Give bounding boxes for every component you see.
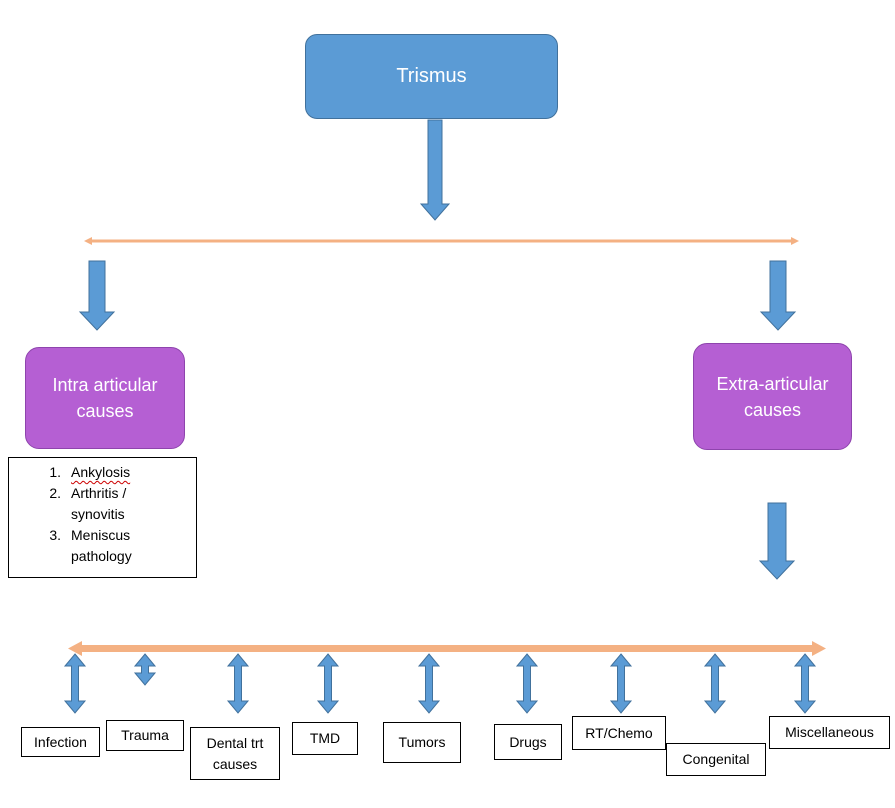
cause-tumors: Tumors <box>383 722 461 763</box>
down-arrow-extra <box>759 260 797 331</box>
double-arrow <box>417 653 441 714</box>
extra-articular-box: Extra-articular causes <box>693 343 852 450</box>
vertical-double-arrows <box>63 653 817 714</box>
list-item: 2. Arthritis /synovitis <box>49 485 127 522</box>
double-arrow <box>133 653 157 686</box>
double-arrow <box>226 653 250 714</box>
double-arrow <box>793 653 817 714</box>
double-arrow <box>609 653 633 714</box>
down-arrow-intra <box>78 260 116 331</box>
double-arrow <box>515 653 539 714</box>
cause-tmd: TMD <box>292 722 358 755</box>
trismus-box: Trismus <box>305 34 558 119</box>
double-arrow <box>703 653 727 714</box>
bottom-connector-line <box>68 641 826 656</box>
intra-articular-box: Intra articular causes <box>25 347 185 449</box>
extra-articular-label: Extra-articular causes <box>716 373 829 420</box>
intra-causes-list: 1. Ankylosis 2. Arthritis /synovitis 3. … <box>8 457 197 578</box>
down-arrow-main <box>419 119 451 221</box>
cause-rt-chemo: RT/Chemo <box>572 716 666 750</box>
cause-infection: Infection <box>21 727 100 757</box>
cause-miscellaneous: Miscellaneous <box>769 716 890 749</box>
double-arrow <box>63 653 87 714</box>
cause-drugs: Drugs <box>494 724 562 760</box>
intra-articular-label: Intra articular causes <box>52 375 158 421</box>
cause-dental-trt: Dental trt causes <box>190 727 280 780</box>
list-item: 1. Ankylosis <box>49 464 131 480</box>
cause-trauma: Trauma <box>106 720 184 751</box>
top-connector-line <box>84 237 799 245</box>
cause-congenital: Congenital <box>666 743 766 776</box>
double-arrow <box>316 653 340 714</box>
down-arrow-extra-causes <box>758 502 796 580</box>
trismus-label: Trismus <box>396 65 467 87</box>
